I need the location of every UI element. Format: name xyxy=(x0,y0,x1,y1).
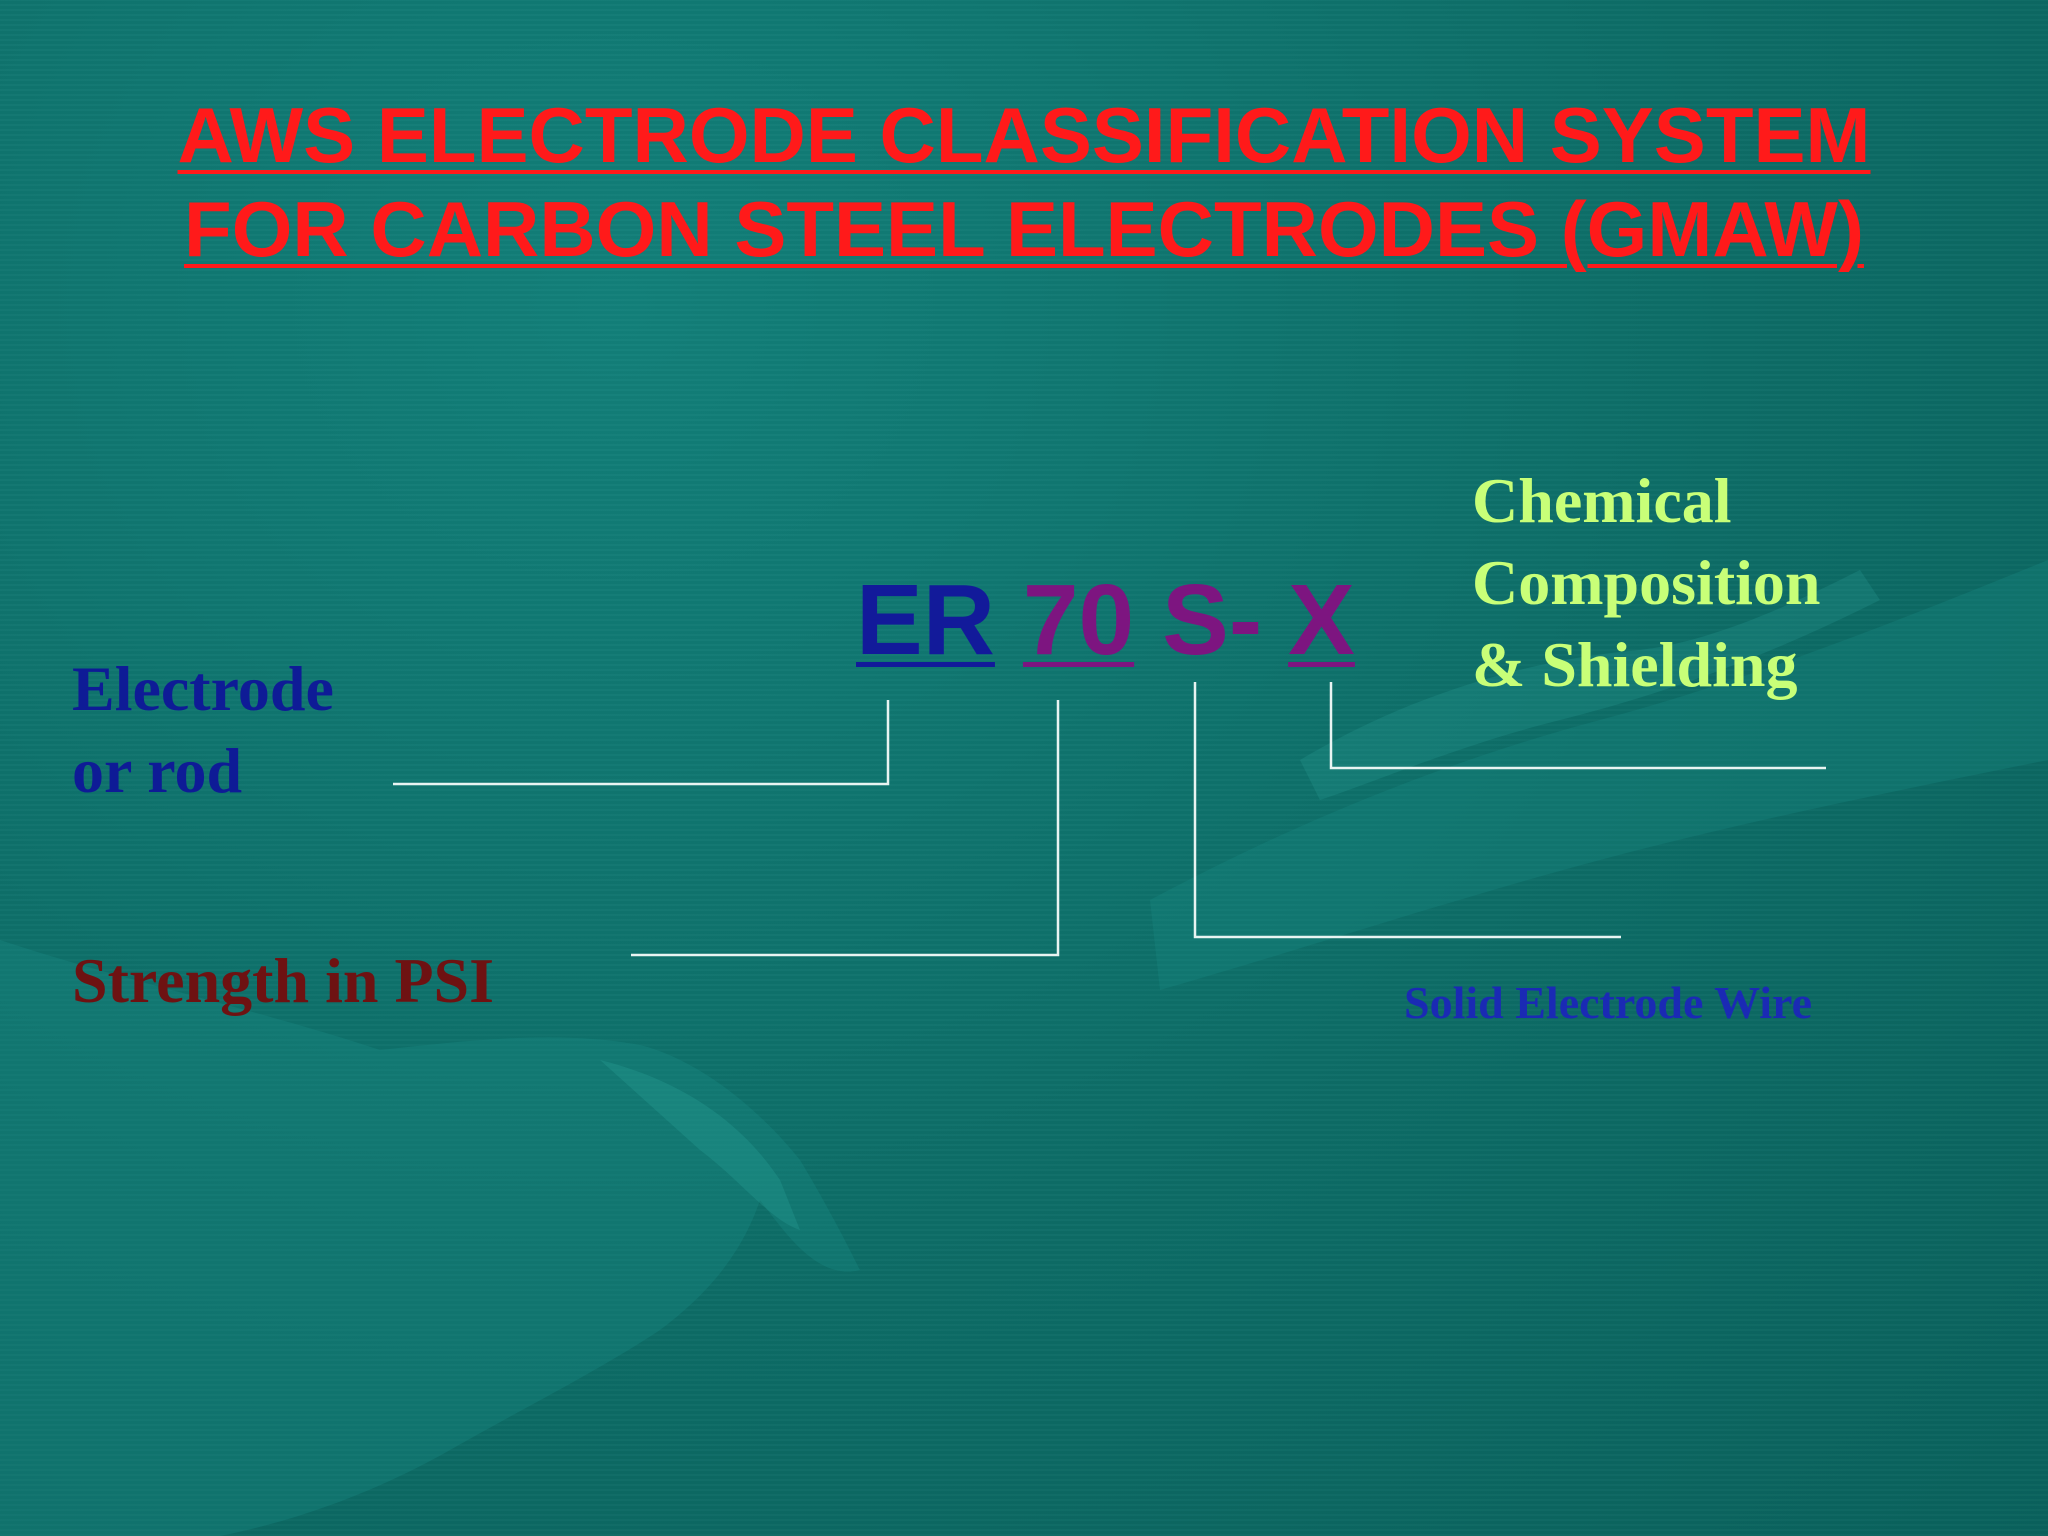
title-line-2-text: FOR CARBON STEEL ELECTRODES (GMAW) xyxy=(184,185,1864,273)
label-chemical-line-1: Chemical xyxy=(1472,465,1732,536)
connector-strength xyxy=(631,700,1060,957)
label-solid-electrode-wire: Solid Electrode Wire xyxy=(1404,977,1813,1028)
title-line-1: AWS ELECTRODE CLASSIFICATION SYSTEM xyxy=(0,88,2048,182)
code-solid: S- xyxy=(1162,564,1263,676)
code-er: ER xyxy=(856,564,995,676)
label-electrode-line-2: or rod xyxy=(72,735,243,806)
label-chemical-line-3: & Shielding xyxy=(1472,629,1798,700)
code-composition: X xyxy=(1288,564,1355,676)
label-strength: Strength in PSI xyxy=(72,945,495,1016)
connector-er xyxy=(393,700,890,786)
label-chemical-line-2: Composition xyxy=(1472,547,1821,618)
label-electrode-or-rod: Electrode or rod xyxy=(72,648,334,812)
label-electrode-line-1: Electrode xyxy=(72,653,334,724)
connector-composition xyxy=(1329,682,1826,770)
label-chemical-composition: Chemical Composition & Shielding xyxy=(1472,460,1821,706)
title-line-2: FOR CARBON STEEL ELECTRODES (GMAW) xyxy=(0,182,2048,276)
title-line-1-text: AWS ELECTRODE CLASSIFICATION SYSTEM xyxy=(177,91,1871,179)
connector-solid xyxy=(1193,682,1621,939)
code-strength: 70 xyxy=(1022,564,1135,676)
slide-title: AWS ELECTRODE CLASSIFICATION SYSTEM FOR … xyxy=(0,88,2048,276)
